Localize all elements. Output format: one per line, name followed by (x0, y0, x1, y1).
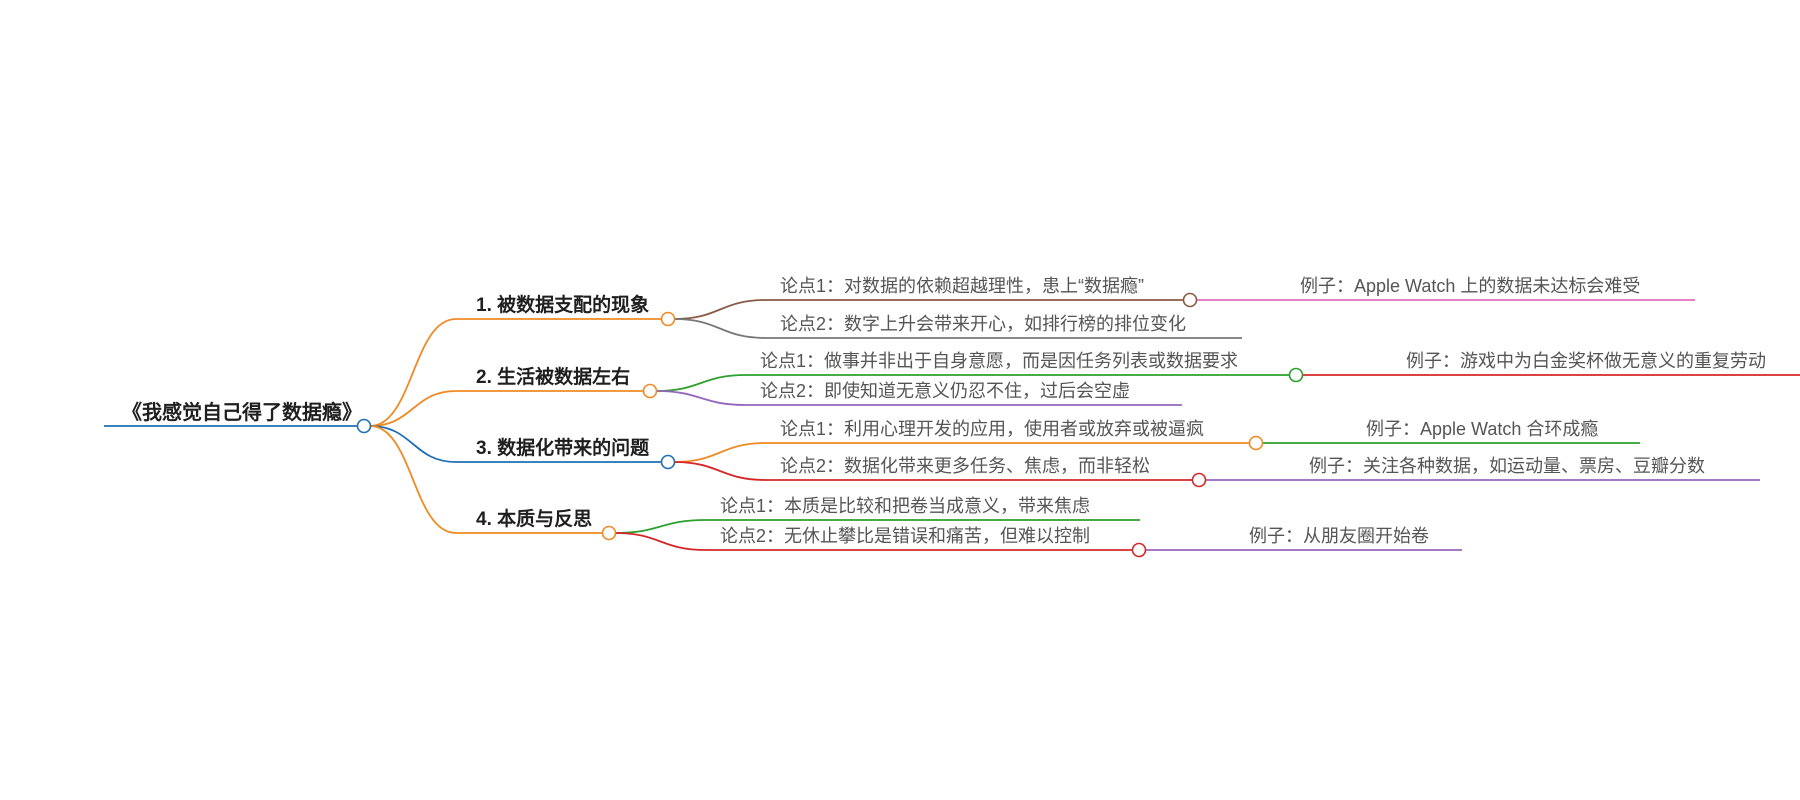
edge-branch-2-point-2 (655, 390, 747, 406)
branch-2-point-2: 论点2：即使知道无意义仍忍不住，过后会空虚 (760, 381, 1130, 401)
root-topic: 《我感觉自己得了数据瘾》 (122, 400, 362, 424)
branch-2-point-1: 论点1：做事并非出于自身意愿，而是因任务列表或数据要求 (760, 351, 1238, 371)
edge-branch-4-point-2 (614, 532, 707, 551)
branch-3-collapse-node[interactable] (660, 454, 676, 470)
branch-1-collapse-node[interactable] (660, 311, 676, 327)
branch-1-point-2: 论点2：数字上升会带来开心，如排行榜的排位变化 (780, 314, 1186, 334)
branch-3-point-1-example: 例子：Apple Watch 合环成瘾 (1366, 419, 1598, 439)
edge-root-branch-4 (369, 425, 457, 534)
branch-1-topic: 1. 被数据支配的现象 (476, 293, 649, 316)
branch-4-collapse-node[interactable] (601, 525, 617, 541)
label-layer: 《我感觉自己得了数据瘾》 1. 被数据支配的现象 论点1：对数据的依赖超越理性，患上… (122, 276, 1766, 546)
branch-1-point-1: 论点1：对数据的依赖超越理性，患上“数据瘾” (780, 276, 1144, 296)
edge-branch-4-point-1 (614, 519, 707, 534)
branch-4-point-2-collapse-node[interactable] (1131, 542, 1147, 558)
branch-2-collapse-node[interactable] (642, 383, 658, 399)
branch-3-topic: 3. 数据化带来的问题 (476, 436, 649, 459)
underline-layer (104, 299, 1800, 551)
edge-branch-2-point-1 (655, 374, 747, 392)
branch-4-point-1: 论点1：本质是比较和把卷当成意义，带来焦虑 (720, 496, 1090, 516)
branch-3-point-2: 论点2：数据化带来更多任务、焦虑，而非轻松 (780, 456, 1150, 476)
branch-3-point-1-collapse-node[interactable] (1248, 435, 1264, 451)
edge-root-branch-2 (369, 390, 457, 427)
edge-layer (369, 299, 767, 551)
edge-branch-3-point-2 (673, 461, 767, 481)
branch-4-point-2-example: 例子：从朋友圈开始卷 (1249, 526, 1429, 546)
branch-2-topic: 2. 生活被数据左右 (476, 365, 630, 388)
branch-1-point-1-example: 例子：Apple Watch 上的数据未达标会难受 (1300, 276, 1640, 296)
branch-3-point-2-example: 例子：关注各种数据，如运动量、票房、豆瓣分数 (1309, 456, 1705, 476)
node-layer (356, 292, 1304, 558)
branch-4-point-2: 论点2：无休止攀比是错误和痛苦，但难以控制 (720, 526, 1090, 546)
edge-branch-1-point-2 (673, 318, 767, 339)
branch-4-topic: 4. 本质与反思 (476, 507, 592, 530)
branch-3-point-1: 论点1：利用心理开发的应用，使用者或放弃或被逼疯 (780, 419, 1204, 439)
root-collapse-node[interactable] (356, 418, 372, 434)
edge-branch-1-point-1 (673, 299, 767, 320)
branch-1-point-1-collapse-node[interactable] (1182, 292, 1198, 308)
edge-root-branch-1 (369, 318, 457, 427)
branch-3-point-2-collapse-node[interactable] (1191, 472, 1207, 488)
branch-2-point-1-example: 例子：游戏中为白金奖杯做无意义的重复劳动 (1406, 351, 1766, 371)
branch-2-point-1-collapse-node[interactable] (1288, 367, 1304, 383)
edge-root-branch-3 (369, 425, 457, 463)
edge-branch-3-point-1 (673, 442, 767, 463)
